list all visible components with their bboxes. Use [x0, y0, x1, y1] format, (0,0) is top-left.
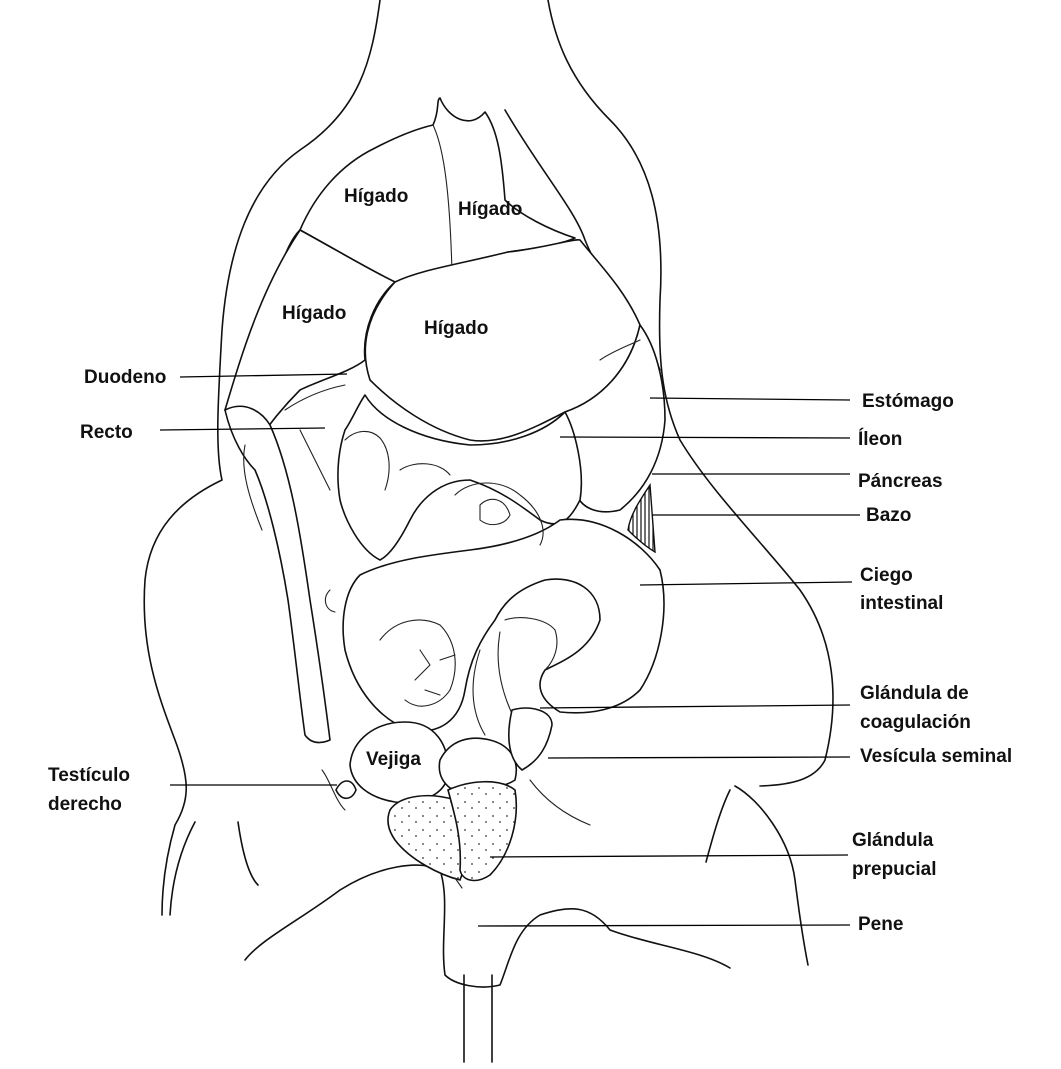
leader-ciego [639, 581, 853, 586]
leader-estomago [649, 397, 851, 401]
leader-pene [477, 924, 851, 927]
rectum-and-colon [224, 384, 346, 744]
label-bazo: Bazo [866, 505, 911, 526]
leader-vesicula [547, 756, 851, 759]
leader-prepucial [489, 854, 849, 858]
stomach [564, 324, 666, 513]
label-coagulacion-line1: Glándula de [860, 683, 969, 704]
body-outline [143, 0, 834, 1063]
liver [224, 97, 641, 446]
label-vesicula: Vesícula seminal [860, 746, 1012, 767]
coagulating-gland [508, 707, 553, 771]
label-prepucial-line2: prepucial [852, 859, 936, 880]
leader-lines [159, 373, 860, 927]
spleen [627, 482, 656, 554]
callout-labels: Duodeno Recto Testículo derecho Estómago… [48, 367, 1012, 935]
label-pene: Pene [858, 914, 903, 935]
leader-coagulacion [539, 704, 851, 709]
label-liver-4: Hígado [424, 318, 488, 339]
label-ciego-line2: intestinal [860, 593, 943, 614]
label-pancreas: Páncreas [858, 471, 943, 492]
label-ciego-line1: Ciego [860, 565, 913, 586]
organ-labels: Hígado Hígado Hígado Hígado Vejiga [282, 186, 522, 770]
seminal-vesicle [438, 737, 517, 791]
label-ileon: Íleon [858, 428, 902, 450]
label-liver-1: Hígado [344, 186, 408, 207]
label-estomago: Estómago [862, 391, 954, 412]
leader-ileon [559, 436, 851, 439]
right-testicle [335, 780, 357, 800]
pelvic-organs [321, 707, 591, 889]
leader-duodeno [179, 373, 348, 378]
label-duodeno: Duodeno [84, 367, 166, 388]
label-bladder: Vejiga [366, 749, 421, 770]
leader-recto [159, 427, 326, 431]
label-testiculo-line1: Testículo [48, 765, 130, 786]
preputial-gland-right [447, 780, 518, 882]
label-liver-2: Hígado [458, 199, 522, 220]
label-recto: Recto [80, 422, 133, 443]
label-prepucial-line1: Glándula [852, 830, 934, 851]
label-coagulacion-line2: coagulación [860, 712, 971, 733]
intestines [324, 394, 665, 736]
label-liver-3: Hígado [282, 303, 346, 324]
preputial-gland-left [387, 794, 468, 881]
label-testiculo-line2: derecho [48, 794, 122, 815]
